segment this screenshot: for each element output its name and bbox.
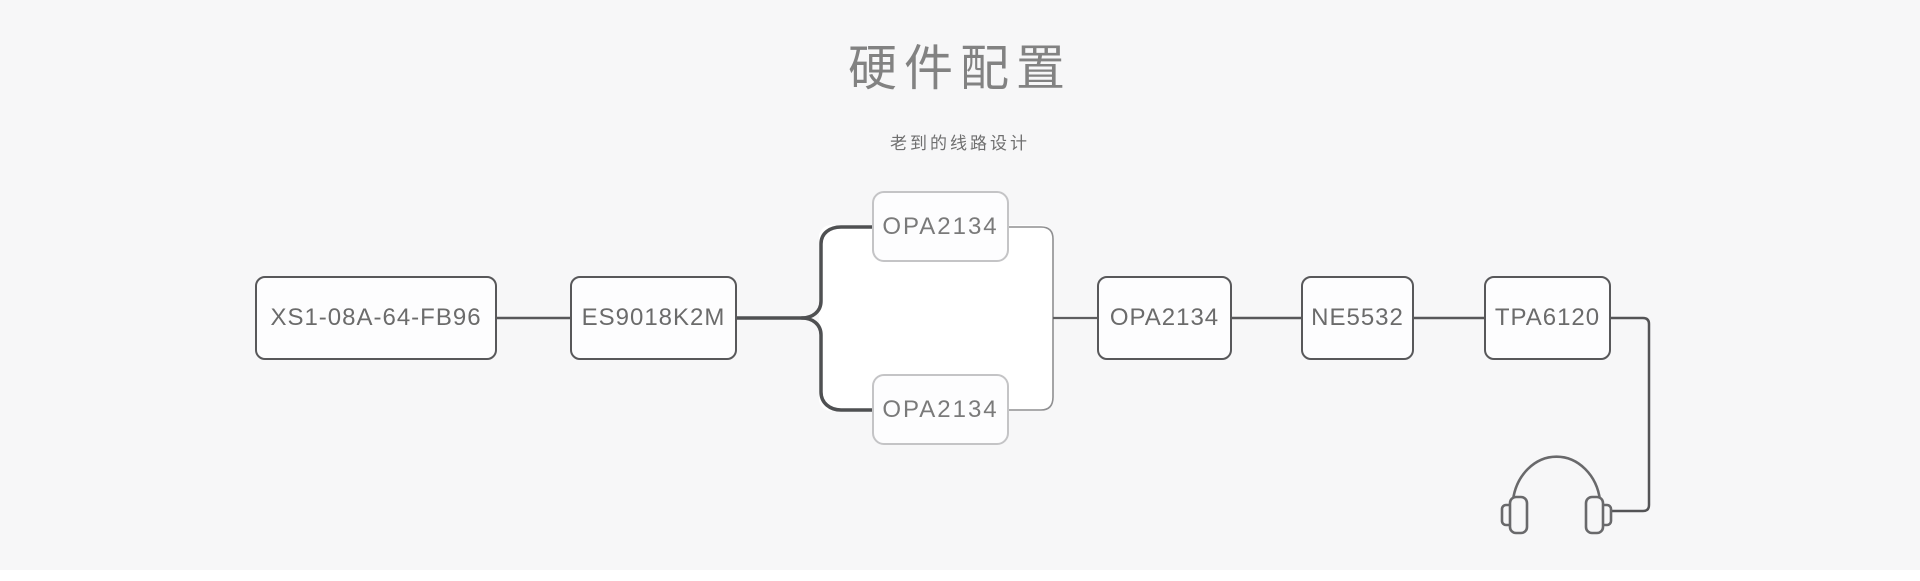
footer-strip — [0, 570, 1920, 581]
node-opa2134-merge: OPA2134 — [1097, 276, 1232, 360]
connector-split-bottom — [800, 316, 874, 412]
node-xs1-usb-interface: XS1-08A-64-FB96 — [255, 276, 497, 360]
headphones-icon — [1500, 455, 1613, 535]
node-label: XS1-08A-64-FB96 — [270, 304, 482, 331]
connector-amp-headphones — [1609, 316, 1651, 513]
node-opa2134-bottom: OPA2134 — [872, 374, 1009, 445]
node-opa2134-top: OPA2134 — [872, 191, 1009, 262]
page-title: 硬件配置 — [847, 42, 1072, 96]
branch-region-fill — [819, 225, 1053, 411]
node-label: OPA2134 — [1109, 304, 1220, 331]
node-label: OPA2134 — [882, 212, 999, 240]
page-subtitle: 老到的线路设计 — [890, 134, 1030, 153]
headphones-band — [1511, 455, 1602, 505]
connector-split-top — [735, 225, 874, 320]
node-label: NE5532 — [1311, 304, 1404, 331]
headphones-right-cup — [1584, 495, 1605, 535]
node-label: TPA6120 — [1494, 304, 1601, 331]
node-label: ES9018K2M — [581, 304, 726, 331]
node-label: OPA2134 — [882, 395, 999, 423]
node-es9018k2m-dac: ES9018K2M — [570, 276, 737, 360]
node-tpa6120-amp: TPA6120 — [1484, 276, 1611, 360]
node-ne5532: NE5532 — [1301, 276, 1414, 360]
headphones-left-cup — [1508, 495, 1529, 535]
